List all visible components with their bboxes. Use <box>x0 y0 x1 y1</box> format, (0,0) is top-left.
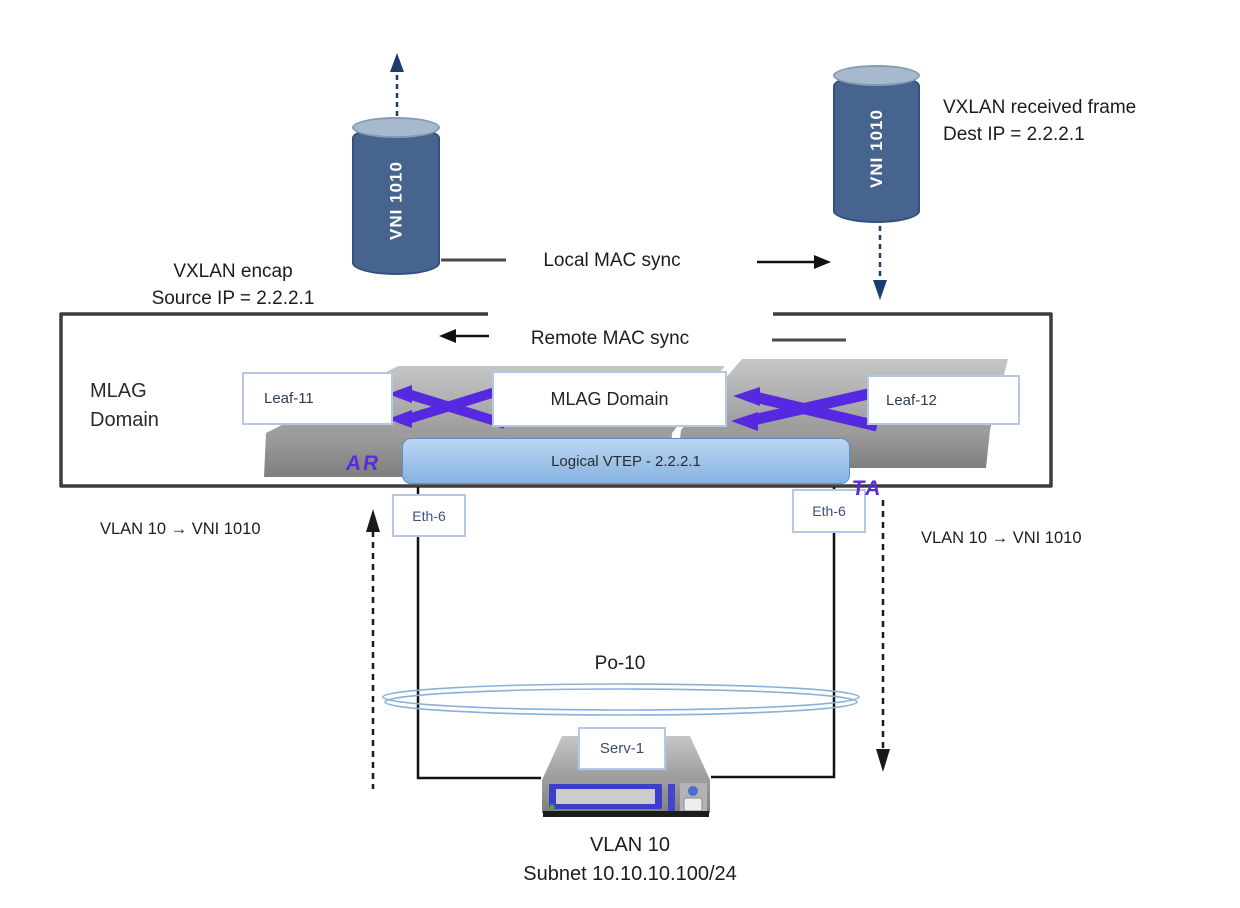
mlag-outer-line1: MLAG <box>90 380 147 402</box>
mlag-domain-box-border <box>59 312 1053 488</box>
remote-sync-arrow <box>439 329 489 343</box>
arista-x-logo-left <box>406 384 507 429</box>
server-caption: VLAN 10 Subnet 10.10.10.100/24 <box>450 831 810 889</box>
vni-label-left: VNI 1010 <box>386 161 405 240</box>
vni-label-right: VNI 1010 <box>866 109 886 188</box>
server-caption-line2: Subnet 10.10.10.100/24 <box>523 863 737 885</box>
mlag-outer-line2: Domain <box>90 409 159 431</box>
mlag-domain-outer-label: MLAG Domain <box>90 377 159 435</box>
arista-x-logo-right <box>751 386 879 432</box>
arista-brand-left: AR <box>344 452 383 475</box>
server-caption-line1: VLAN 10 <box>589 834 671 856</box>
vni-cylinder-right: VNI 1010 <box>833 65 920 223</box>
cylinder-top <box>833 65 920 86</box>
serv-1-text: Serv-1 <box>599 740 645 757</box>
remote-mac-sync-label: Remote MAC sync <box>530 328 690 349</box>
eth6-right-label: Eth-6 <box>792 489 866 533</box>
leaf-12-text: Leaf-12 <box>886 391 937 409</box>
vxlan-received-line1: VXLAN received frame <box>943 97 1137 118</box>
leaf-12-label: Leaf-12 <box>867 375 1020 425</box>
cylinder-body <box>352 126 440 275</box>
vxlan-encap-line2: Source IP = 2.2.2.1 <box>151 288 315 309</box>
vlan-vni-mapping-right: VLAN 10 → VNI 1010 <box>921 529 1082 547</box>
cylinder-top <box>352 117 440 138</box>
arista-brand-right: TA <box>850 477 885 500</box>
po10-label: Po-10 <box>594 653 646 674</box>
leaf-11-text: Leaf-11 <box>264 390 314 407</box>
local-mac-sync-label: Local MAC sync <box>543 250 681 271</box>
port-channel-ellipse <box>382 683 860 716</box>
vxlan-encap-line1: VXLAN encap <box>173 261 293 282</box>
eth6-left-label: Eth-6 <box>392 494 466 537</box>
leaf-11-label: Leaf-11 <box>242 372 393 425</box>
vxlan-in-arrow <box>873 226 887 300</box>
server-wires <box>416 487 836 780</box>
logical-vtep-text: Logical VTEP - 2.2.2.1 <box>551 452 701 470</box>
logical-vtep-bar: Logical VTEP - 2.2.2.1 <box>402 438 850 484</box>
mlag-domain-center-text: MLAG Domain <box>550 388 669 409</box>
serv-1-label: Serv-1 <box>578 727 666 770</box>
vxlan-out-arrow <box>390 53 404 116</box>
vxlan-received-line2: Dest IP = 2.2.2.1 <box>943 124 1085 145</box>
eth6-right-text: Eth-6 <box>812 503 846 519</box>
downstream-dashed-arrow <box>876 500 890 772</box>
local-sync-arrow <box>757 255 831 269</box>
vlan-vni-mapping-left: VLAN 10 → VNI 1010 <box>100 520 261 538</box>
upstream-dashed-arrow <box>366 509 380 789</box>
vni-cylinder-left: VNI 1010 <box>352 117 440 275</box>
eth6-left-text: Eth-6 <box>412 507 446 524</box>
mlag-domain-center-label: MLAG Domain <box>492 371 727 427</box>
